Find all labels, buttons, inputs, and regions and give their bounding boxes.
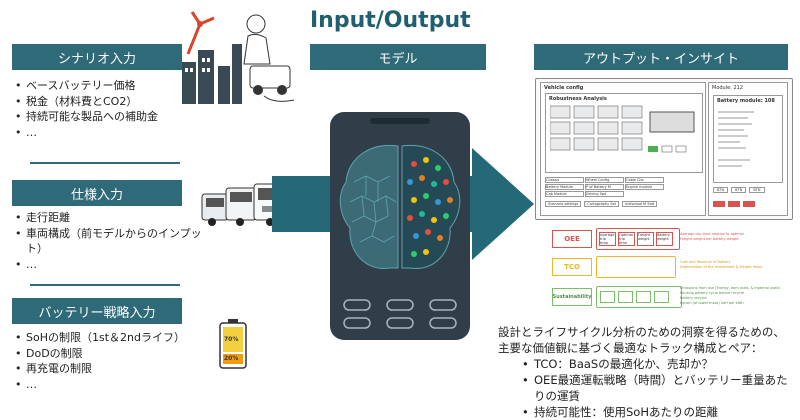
kpi-tco: TCO Cost and Revenue of Battery Deprecia…	[552, 256, 782, 278]
insight-item: OEE最適運転戦略（時間）とバッテリー重量あたりの運賃	[520, 372, 794, 404]
kpi-box: Battery weight	[656, 232, 673, 246]
red-button[interactable]	[728, 201, 740, 207]
scenario-settings-button[interactable]: Scenario settings	[545, 201, 582, 207]
red-button[interactable]	[743, 201, 755, 207]
kpi-oee-label: OEE	[552, 230, 592, 248]
kpi-sustainability-notes: Emissions from use (Energy, bom used, & …	[680, 286, 780, 306]
battery-upper-label: 70%	[224, 336, 239, 343]
tab-chassis[interactable]: Chassis	[545, 177, 584, 183]
module-buttons: BTN BTN BTN	[713, 187, 765, 193]
red-button[interactable]	[713, 201, 725, 207]
config-buttons: Scenario settings Cartography Set Indivi…	[545, 201, 701, 207]
list-item: ベースバッテリー価格	[14, 78, 214, 94]
list-item: 持続可能な製品への補助金	[14, 109, 214, 125]
divider	[30, 162, 180, 164]
robustness-label: Robustness Analysis	[549, 96, 607, 102]
kpi-note: Depreciation of the Investment & Freight…	[680, 265, 763, 269]
list-item: SoHの制限（1st＆2ndライフ）	[14, 330, 214, 346]
module-red-buttons	[713, 201, 755, 207]
kpi-oee: OEE Average trip time Optimal trip time …	[552, 228, 782, 250]
page-title: Input/Output	[310, 8, 471, 33]
config-tabs: Chassis Wheel Config Cable Chs Battery M…	[545, 177, 701, 197]
kpi-box	[654, 291, 669, 303]
kpi-note: Average trip time relative to optimal	[680, 232, 744, 236]
tab-driving[interactable]: Driving Spd	[585, 191, 624, 197]
list-item: 車両構成（前モデルからのインプット）	[14, 226, 204, 257]
kpi-box	[618, 291, 633, 303]
insight-summary: 設計とライフサイクル分析のための洞察を得るための、主要な価値観に基づく最適なトラ…	[498, 324, 794, 420]
robot-and-engineer-illustration	[182, 11, 295, 104]
tab-p-battery[interactable]: P of Battery M	[585, 184, 624, 190]
module-button[interactable]: BTN	[713, 187, 729, 193]
kpi-box: Average trip time	[599, 232, 616, 246]
tab-cable[interactable]: Cable Chs	[625, 177, 664, 183]
battery-strategy-header: バッテリー戦略入力	[12, 298, 182, 324]
output-insight-header: アウトプット・インサイト	[534, 44, 788, 70]
tab-engine[interactable]: Engine module	[625, 184, 664, 190]
battery-strategy-list: SoHの制限（1st＆2ndライフ） DoDの制限 再充電の制限 …	[14, 330, 214, 392]
kpi-note: Cost and Revenue of Battery	[680, 260, 731, 264]
kpi-box	[600, 291, 615, 303]
list-item: DoDの制限	[14, 346, 214, 362]
list-item: 再充電の制限	[14, 361, 214, 377]
phone-brain-illustration	[330, 112, 470, 340]
list-item: …	[14, 377, 214, 393]
module-panel: Module: 212 Battery module: 108 BTN BTN …	[708, 82, 788, 216]
kpi-panel: OEE Average trip time Optimal trip time …	[552, 226, 782, 312]
battery-module-card: Battery module: 108	[713, 95, 783, 183]
tab-battery-module[interactable]: Battery Module	[545, 184, 584, 190]
kpi-note: Emissions from use (Energy, bom used, & …	[680, 286, 780, 290]
spec-input-header: 仕様入力	[12, 180, 182, 206]
list-item: 税金（材料費とCO2）	[14, 94, 214, 110]
kpi-box: Freight weight	[637, 232, 654, 246]
software-screen-mock: Vehicle config Robustness Analysis Chass…	[535, 78, 793, 220]
list-item: …	[14, 125, 214, 141]
tab-wheel-config[interactable]: Wheel Config	[585, 177, 624, 183]
robustness-panel: Robustness Analysis	[545, 93, 703, 173]
list-item: …	[14, 257, 204, 273]
list-item: 走行距離	[14, 210, 204, 226]
kpi-note: Kgram (of lower mass) SoH per kWh	[680, 301, 744, 305]
individual-settings-button[interactable]: Individual M Sett	[622, 201, 658, 207]
insight-item: 持続可能性：使用SoHあたりの距離	[520, 404, 794, 420]
battery-module-label: Battery module: 108	[717, 98, 775, 104]
kpi-tco-notes: Cost and Revenue of Battery Depreciation…	[680, 260, 780, 270]
kpi-sustainability-label: Sustainability	[552, 288, 592, 306]
battery-icon	[219, 319, 247, 369]
kpi-sustainability: Sustainability Emissions from use (Energ…	[552, 284, 782, 310]
battery-lower-label: 20%	[224, 355, 239, 362]
spec-input-list: 走行距離 車両構成（前モデルからのインプット） …	[14, 210, 204, 272]
insight-intro: 設計とライフサイクル分析のための洞察を得るための、主要な価値観に基づく最適なトラ…	[498, 325, 785, 355]
kpi-oee-notes: Average trip time relative to optimal Fr…	[680, 232, 780, 242]
module-detail-lines	[718, 111, 754, 167]
module-label: Module: 212	[712, 85, 743, 91]
module-button[interactable]: BTN	[731, 187, 747, 193]
kpi-note: Freight weight per battery weight	[680, 237, 739, 241]
kpi-note: Reusing battery cycle before recycle	[680, 291, 744, 295]
kpi-note: Battery recycle	[680, 296, 707, 300]
kpi-oee-bracket: Average trip time Optimal trip time Frei…	[596, 228, 680, 250]
kpi-box	[636, 291, 651, 303]
tab-cab[interactable]: Cab Module	[545, 191, 584, 197]
vehicle-config-label: Vehicle config	[544, 85, 584, 91]
kpi-tco-bracket	[596, 256, 676, 278]
scenario-input-list: ベースバッテリー価格 税金（材料費とCO2） 持続可能な製品への補助金 …	[14, 78, 214, 140]
insight-item: TCO：BaaSの最適化か、売却か？	[520, 356, 794, 372]
kpi-box: Optimal trip time	[618, 232, 635, 246]
scenario-input-header: シナリオ入力	[12, 44, 182, 70]
model-header: モデル	[310, 44, 486, 70]
kpi-sustainability-bracket	[596, 286, 682, 308]
vehicle-config-panel: Vehicle config Robustness Analysis Chass…	[540, 82, 706, 216]
module-button[interactable]: BTN	[749, 187, 765, 193]
battery-module-thumbnails	[550, 105, 695, 153]
cartography-button[interactable]: Cartography Set	[584, 201, 620, 207]
kpi-tco-label: TCO	[552, 258, 592, 276]
divider	[30, 284, 180, 286]
